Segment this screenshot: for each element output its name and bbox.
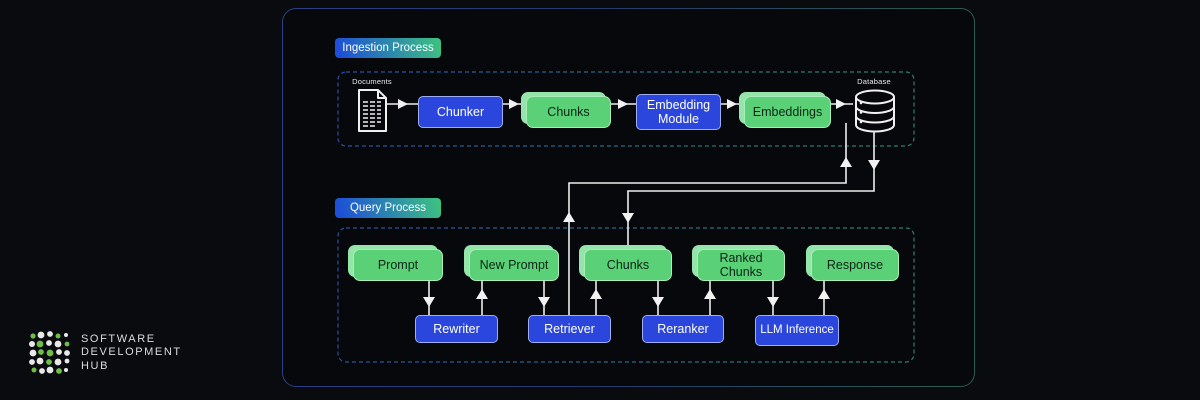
node-retriever: Retriever: [528, 315, 611, 343]
query-dashed-box: [337, 227, 915, 363]
flow-arrowheads: [398, 99, 880, 307]
logo-line-1: SOFTWARE: [81, 332, 156, 345]
node-chunks-ingestion: Chunks: [526, 96, 611, 128]
sdh-logo: SOFTWARE DEVELOPMENT HUB: [28, 330, 182, 376]
database-label: Database: [857, 77, 891, 86]
diagram-panel: Ingestion Process Query Process Document…: [282, 8, 975, 387]
node-embeddings: Embeddings: [744, 96, 831, 128]
ingestion-dashed-box: [337, 71, 915, 147]
query-process-label: Query Process: [335, 198, 441, 218]
ingestion-process-label: Ingestion Process: [335, 38, 441, 58]
sdh-logo-dots-icon: [29, 331, 70, 374]
logo-line-3: HUB: [81, 359, 110, 372]
node-chunks-query: Chunks: [584, 249, 672, 281]
node-reranker: Reranker: [642, 315, 724, 343]
node-embedding-module: Embedding Module: [636, 94, 721, 130]
node-rewriter: Rewriter: [415, 315, 498, 343]
connector-layer: [337, 71, 915, 363]
documents-label: Documents: [352, 77, 392, 86]
node-llm-inference: LLM Inference: [755, 315, 839, 346]
node-response: Response: [811, 249, 899, 281]
documents-icon: [356, 88, 388, 139]
flow-lines: [387, 103, 875, 315]
database-icon: [852, 88, 898, 139]
node-chunker: Chunker: [418, 96, 503, 128]
node-ranked-chunks: Ranked Chunks: [697, 249, 785, 281]
node-new-prompt: New Prompt: [469, 249, 559, 281]
logo-line-2: DEVELOPMENT: [81, 346, 182, 359]
sdh-logo-text: SOFTWARE DEVELOPMENT HUB: [81, 333, 182, 374]
node-prompt: Prompt: [353, 249, 443, 281]
